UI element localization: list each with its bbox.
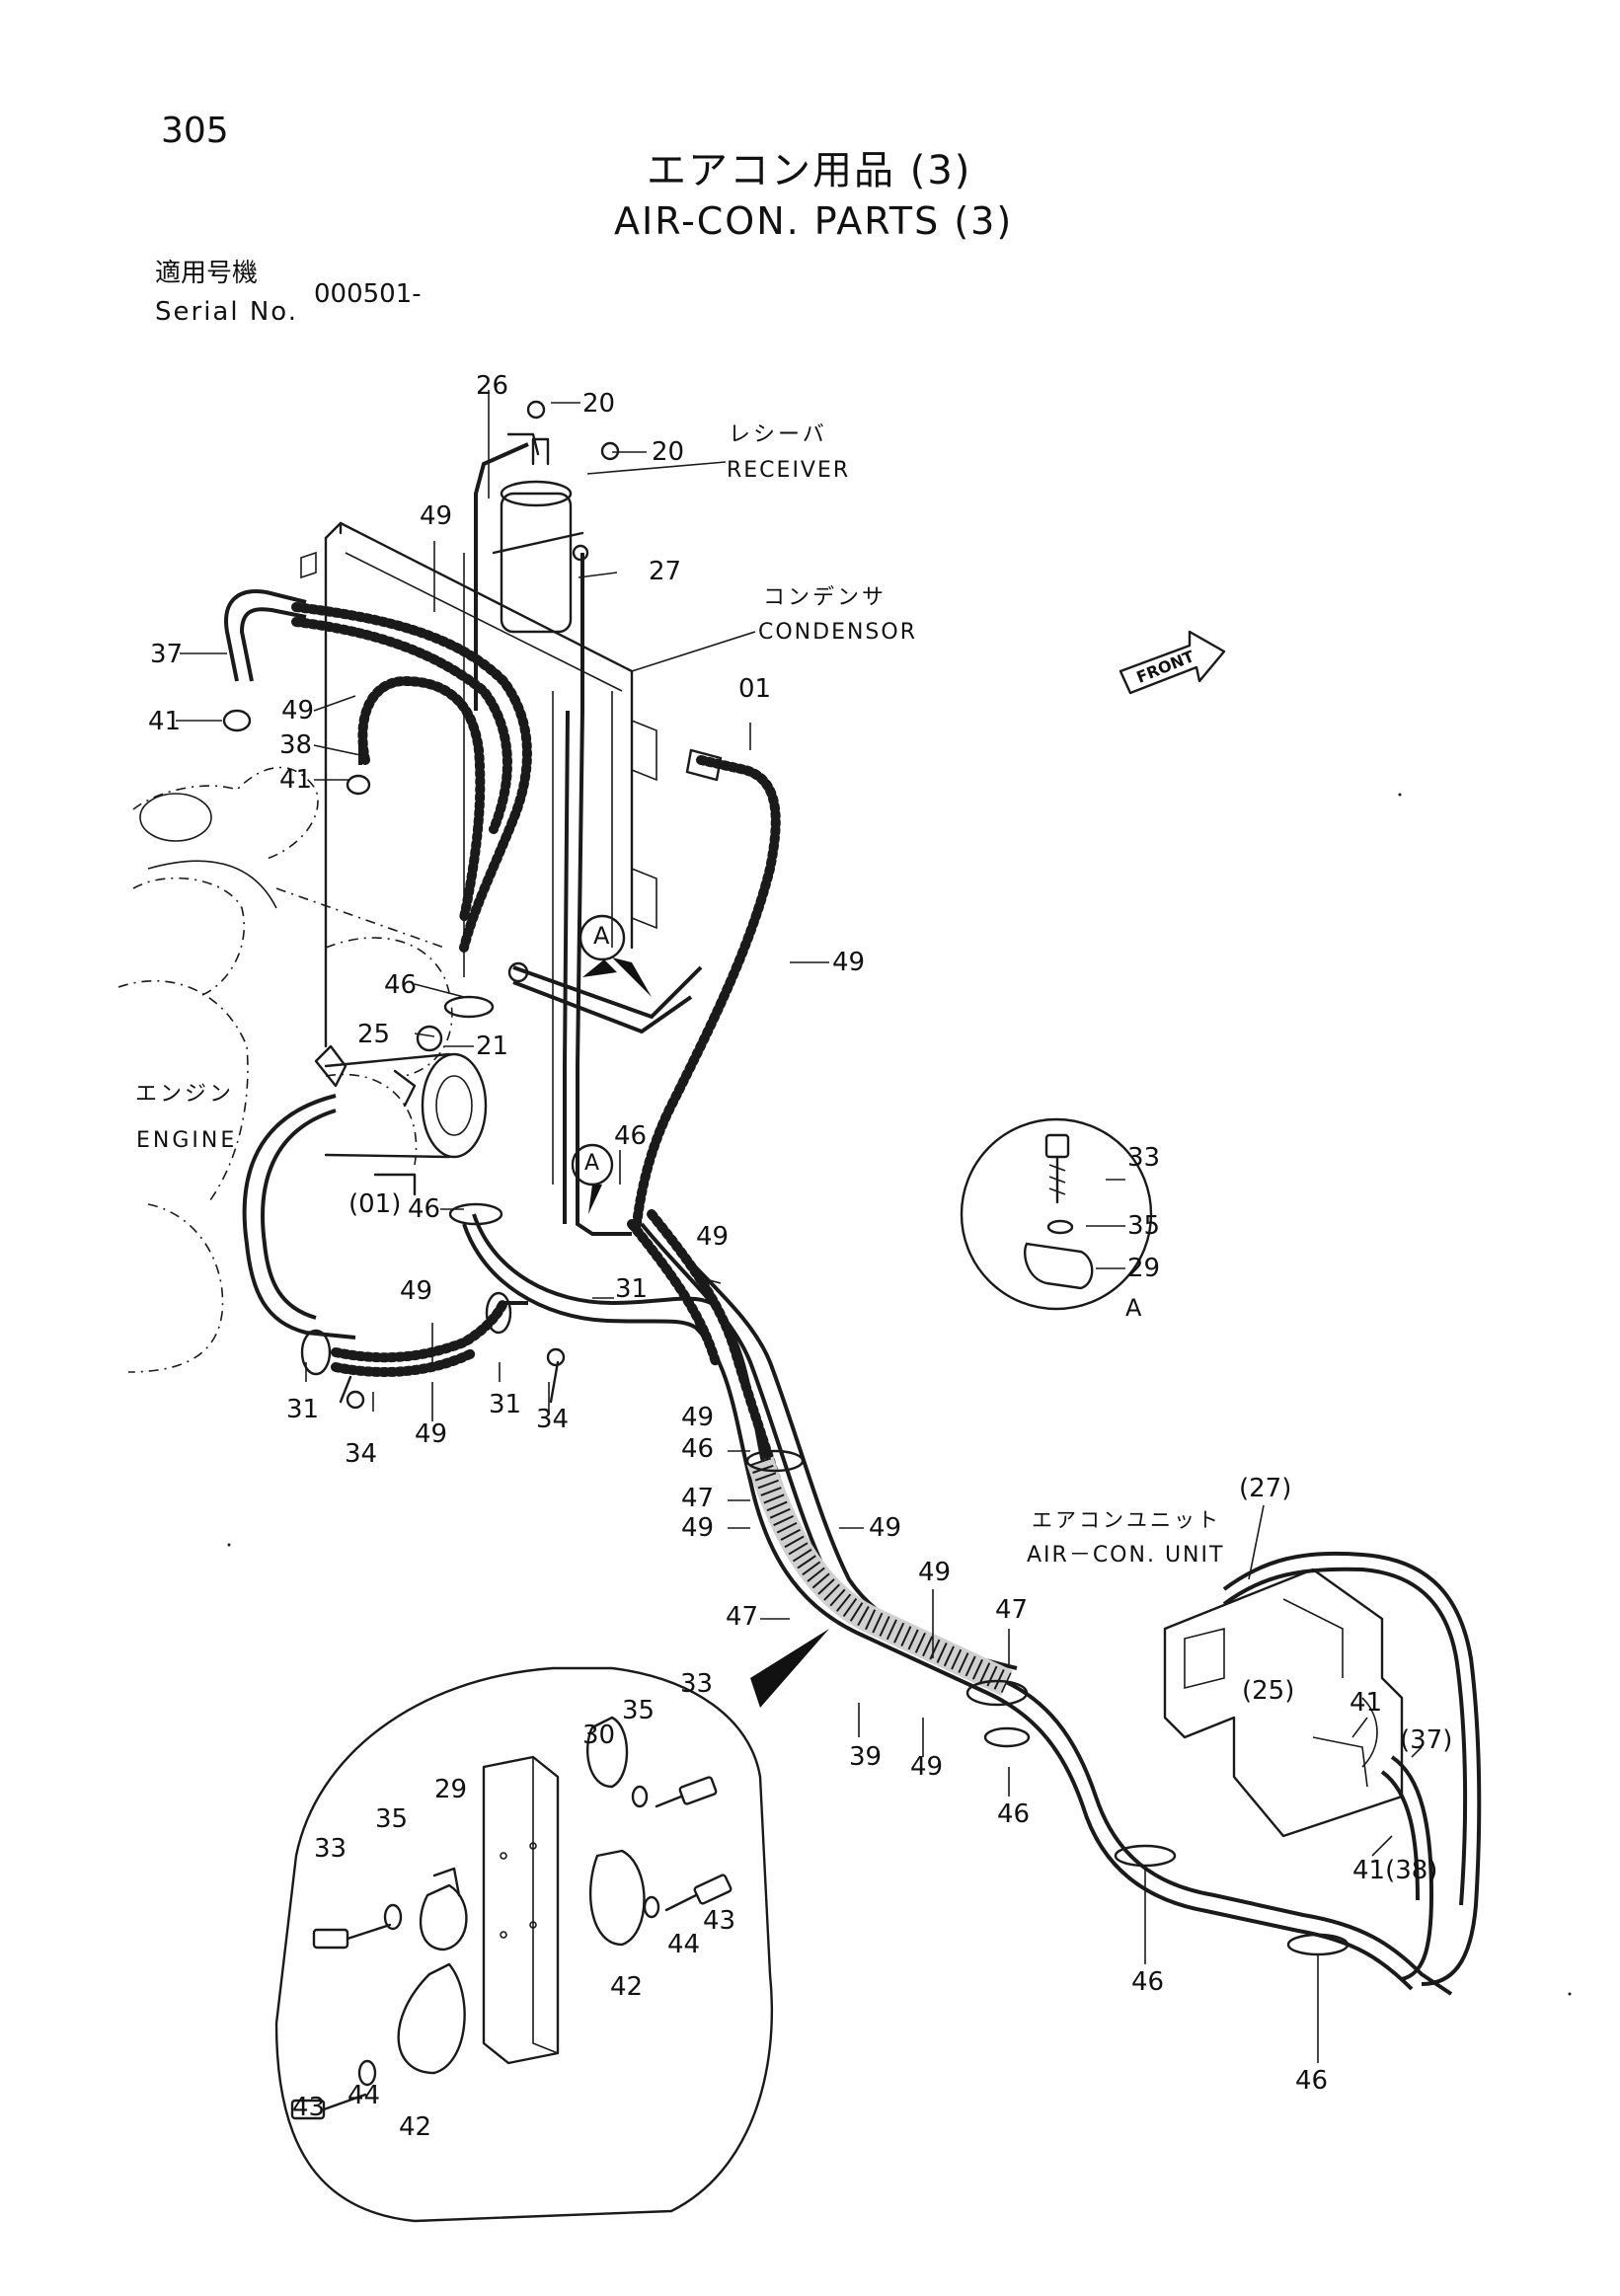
detail-a-part-35: 35 (1127, 1211, 1161, 1241)
part-label-37: 37 (150, 640, 184, 669)
detail-clamp-circle (274, 1629, 829, 2223)
front-arrow (1119, 630, 1226, 695)
part-label-49: 49 (832, 948, 866, 977)
part-label-49: 49 (869, 1513, 902, 1543)
part-label-46: 46 (384, 970, 418, 1000)
hose-bundle-main (472, 1213, 1453, 1996)
part-label-26: 26 (476, 371, 509, 401)
part-label-46: 46 (681, 1434, 715, 1464)
part-label-27: 27 (649, 557, 682, 586)
hose-loop-right (1222, 1551, 1482, 1986)
detail-a-label: A (1125, 1294, 1142, 1322)
page-number: 305 (161, 111, 229, 151)
serial-label-japanese: 適用号機 (155, 259, 259, 288)
part-label-34: 34 (345, 1439, 378, 1469)
receiver-label-japanese: レシーバ (729, 422, 827, 447)
part-label-49: 49 (696, 1222, 730, 1252)
page-title-english: AIR-CON. PARTS (3) (614, 199, 1014, 243)
part-label-01: 01 (738, 674, 772, 704)
hose-loop-left (242, 1094, 356, 1339)
part-label-01-ref: (01) (348, 1189, 402, 1219)
aircon-unit-label-japanese: エアコンユニット (1032, 1508, 1221, 1532)
engine-label-english: ENGINE (136, 1128, 238, 1153)
part-label-46: 46 (1131, 1967, 1165, 1997)
part-label-31: 31 (489, 1390, 522, 1419)
fasteners (222, 400, 620, 1410)
part-label-39: 39 (849, 1742, 883, 1772)
serial-label-english: Serial No. (155, 297, 298, 327)
part-label-31: 31 (286, 1395, 320, 1424)
part-label-41: 41 (148, 707, 182, 736)
leader-lines (176, 390, 1423, 2063)
part-label-49: 49 (420, 501, 453, 531)
part-label-37-ref: (37) (1400, 1725, 1453, 1755)
part-label-46: 46 (614, 1121, 648, 1151)
detail-part-29: 29 (434, 1775, 468, 1804)
part-label-25: 25 (357, 1020, 391, 1049)
page-title-japanese: エアコン用品 (3) (647, 148, 972, 193)
part-label-49: 49 (400, 1276, 433, 1306)
view-a-marker-label-top: A (593, 922, 610, 950)
hose-clamps (300, 995, 1350, 1956)
detail-part-30: 30 (582, 1721, 616, 1750)
engine-outline (117, 766, 453, 1373)
part-label-47: 47 (681, 1484, 715, 1513)
view-a-marker-label-bottom: A (584, 1151, 600, 1176)
receiver-drawing (474, 432, 584, 711)
part-label-31: 31 (615, 1274, 649, 1304)
part-label-25-ref: (25) (1242, 1676, 1295, 1706)
part-label-49: 49 (415, 1419, 448, 1449)
part-label-49: 49 (681, 1403, 715, 1432)
detail-a-part-33: 33 (1127, 1143, 1161, 1173)
aircon-unit-label-english: AIR－CON. UNIT (1027, 1543, 1225, 1568)
receiver-label-english: RECEIVER (727, 458, 851, 483)
part-label-41: 41 (1350, 1688, 1383, 1718)
serial-number-value: 000501- (314, 279, 422, 309)
part-label-47: 47 (995, 1595, 1029, 1625)
pipe-27 (576, 553, 632, 1236)
detail-a-circle (960, 1117, 1153, 1311)
part-label-49: 49 (281, 696, 315, 726)
part-label-20: 20 (652, 437, 685, 467)
engine-label-japanese: エンジン (135, 1082, 235, 1107)
condensor-label-japanese: コンデンサ (763, 585, 887, 610)
part-label-34: 34 (536, 1405, 570, 1434)
detail-part-43: 43 (703, 1906, 736, 1936)
detail-a-part-29: 29 (1127, 1254, 1161, 1283)
hose-01 (632, 755, 781, 1229)
condensor-label-english: CONDENSOR (758, 620, 917, 645)
part-label-46: 46 (1295, 2066, 1329, 2096)
part-label-38: 38 (279, 730, 313, 760)
detail-part-44: 44 (347, 2081, 381, 2110)
part-label-49: 49 (918, 1558, 952, 1587)
compressor-drawing (314, 1025, 488, 1196)
part-label-20: 20 (582, 389, 616, 419)
detail-part-33: 33 (314, 1834, 347, 1864)
part-label-27-ref: (27) (1239, 1474, 1292, 1503)
detail-part-35: 35 (622, 1696, 656, 1725)
part-label-41-38-ref: 41(38) (1352, 1856, 1438, 1885)
view-a-marker (571, 914, 652, 1214)
part-label-46: 46 (408, 1194, 441, 1224)
detail-part-33: 33 (680, 1669, 714, 1699)
part-label-49: 49 (910, 1752, 944, 1782)
part-label-41: 41 (279, 765, 313, 795)
detail-part-44: 44 (667, 1930, 701, 1959)
detail-part-43: 43 (292, 2093, 326, 2122)
hose-37 (224, 589, 307, 682)
part-label-46: 46 (997, 1799, 1031, 1829)
hose-38 (357, 675, 486, 923)
aircon-unit-drawing (1163, 1568, 1404, 1838)
part-label-21: 21 (476, 1032, 509, 1061)
detail-part-42: 42 (610, 1972, 644, 2002)
detail-part-42: 42 (399, 2112, 432, 2142)
part-label-49: 49 (681, 1513, 715, 1543)
detail-part-35: 35 (375, 1804, 409, 1834)
part-label-47: 47 (726, 1602, 759, 1632)
